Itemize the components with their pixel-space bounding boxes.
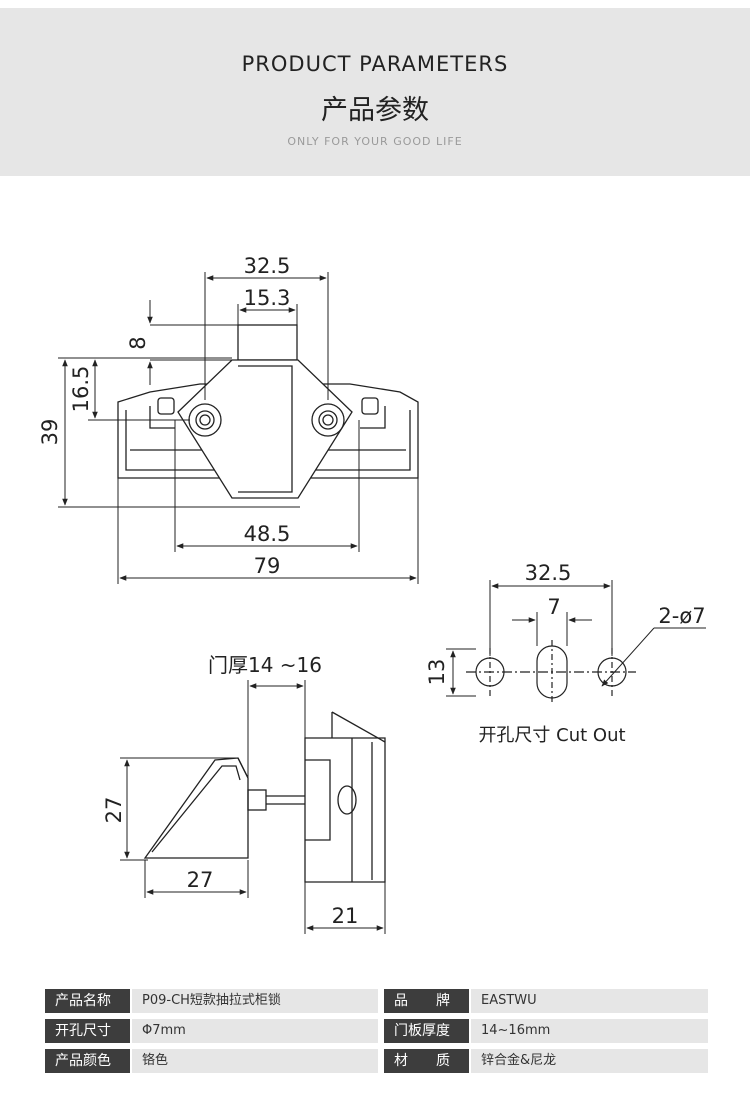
cutout-caption: 开孔尺寸 Cut Out	[478, 725, 625, 746]
spec-value: 锌合金&尼龙	[471, 1049, 708, 1073]
dim-48-5: 48.5	[244, 522, 291, 546]
spec-label: 品 牌	[384, 989, 469, 1013]
dim-15-3: 15.3	[244, 286, 291, 310]
spec-row: 产品名称 P09-CH短款抽拉式柜锁 品 牌 EASTWU	[45, 989, 708, 1013]
side-view	[143, 711, 386, 883]
side-dimensions	[120, 680, 386, 934]
dim-39: 39	[38, 419, 62, 446]
cutout-dim-height: 13	[425, 659, 449, 686]
page-title-cn: 产品参数	[321, 95, 429, 126]
cutout-dim-slot: 7	[547, 595, 560, 619]
dim-79: 79	[254, 554, 281, 578]
dim-8: 8	[126, 336, 150, 349]
spec-row: 开孔尺寸 Φ7mm 门板厚度 14~16mm	[45, 1019, 708, 1043]
dim-32-5: 32.5	[244, 254, 291, 278]
cutout-view	[466, 640, 636, 704]
page-title-en: PRODUCT PARAMETERS	[241, 52, 509, 76]
cutout-dim-width: 32.5	[525, 561, 572, 585]
spec-label: 门板厚度	[384, 1019, 469, 1043]
side-dim-width: 27	[187, 868, 214, 892]
spec-value: Φ7mm	[132, 1019, 378, 1043]
tagline: ONLY FOR YOUR GOOD LIFE	[287, 135, 463, 148]
spec-value: P09-CH短款抽拉式柜锁	[132, 989, 378, 1013]
front-view	[117, 324, 419, 499]
cutout-dimensions	[446, 580, 706, 697]
spec-label: 产品名称	[45, 989, 130, 1013]
side-dim-height: 27	[102, 797, 126, 824]
side-dim-depth: 21	[332, 904, 359, 928]
front-dimensions	[58, 272, 419, 584]
spec-row: 产品颜色 铬色 材 质 锌合金&尼龙	[45, 1049, 708, 1073]
spec-label: 开孔尺寸	[45, 1019, 130, 1043]
side-dim-door-thickness: 门厚14 ~16	[208, 653, 322, 677]
spec-label: 材 质	[384, 1049, 469, 1073]
spec-value: EASTWU	[471, 989, 708, 1013]
cutout-dim-hole: 2-ø7	[658, 604, 705, 628]
dim-16-5: 16.5	[69, 366, 93, 413]
spec-label: 产品颜色	[45, 1049, 130, 1073]
header-banner: PRODUCT PARAMETERS 产品参数 ONLY FOR YOUR GO…	[0, 8, 750, 176]
spec-value: 14~16mm	[471, 1019, 708, 1043]
spec-value: 铬色	[132, 1049, 378, 1073]
